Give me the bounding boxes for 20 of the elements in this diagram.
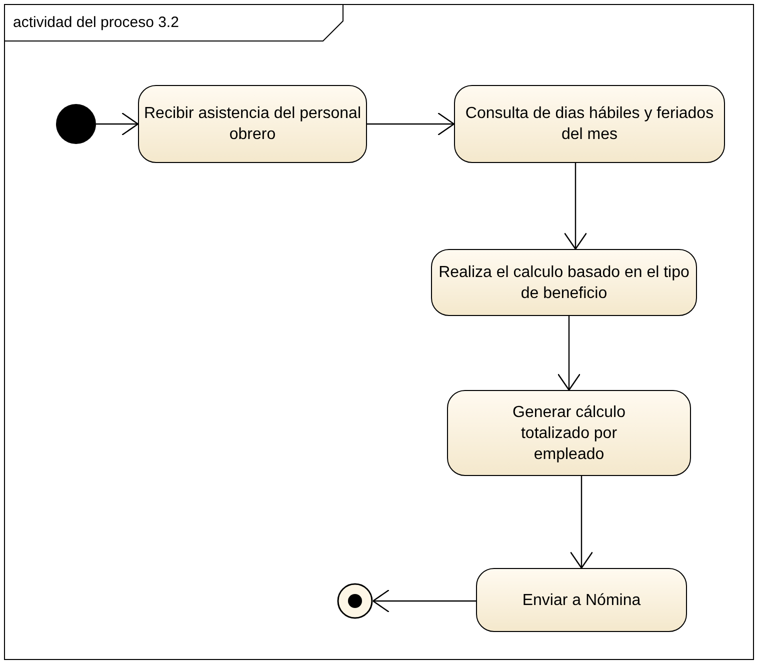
action-box bbox=[431, 249, 697, 316]
action-box bbox=[138, 85, 367, 163]
action-box bbox=[454, 85, 725, 163]
arrow bbox=[372, 589, 476, 613]
arrow bbox=[96, 112, 139, 136]
arrow bbox=[564, 163, 588, 250]
arrow bbox=[570, 476, 594, 569]
action-label: Enviar a Nómina bbox=[522, 590, 641, 610]
final-node bbox=[337, 583, 373, 619]
arrow bbox=[367, 112, 455, 136]
action-label: Recibir asistencia del personal obrero bbox=[143, 104, 362, 145]
frame-title: actividad del proceso 3.2 bbox=[13, 13, 179, 33]
action-label: Consulta de dias hábiles y feriados del mes bbox=[464, 104, 715, 145]
activity-frame bbox=[4, 4, 754, 660]
action-label: Realiza el calculo basado en el tipo de beneficio bbox=[438, 262, 690, 304]
arrow bbox=[557, 316, 581, 391]
initial-node bbox=[56, 104, 96, 144]
action-box bbox=[447, 390, 691, 476]
action-label: Generar cálculo totalizado por empleado bbox=[512, 402, 626, 464]
action-box bbox=[476, 568, 687, 632]
